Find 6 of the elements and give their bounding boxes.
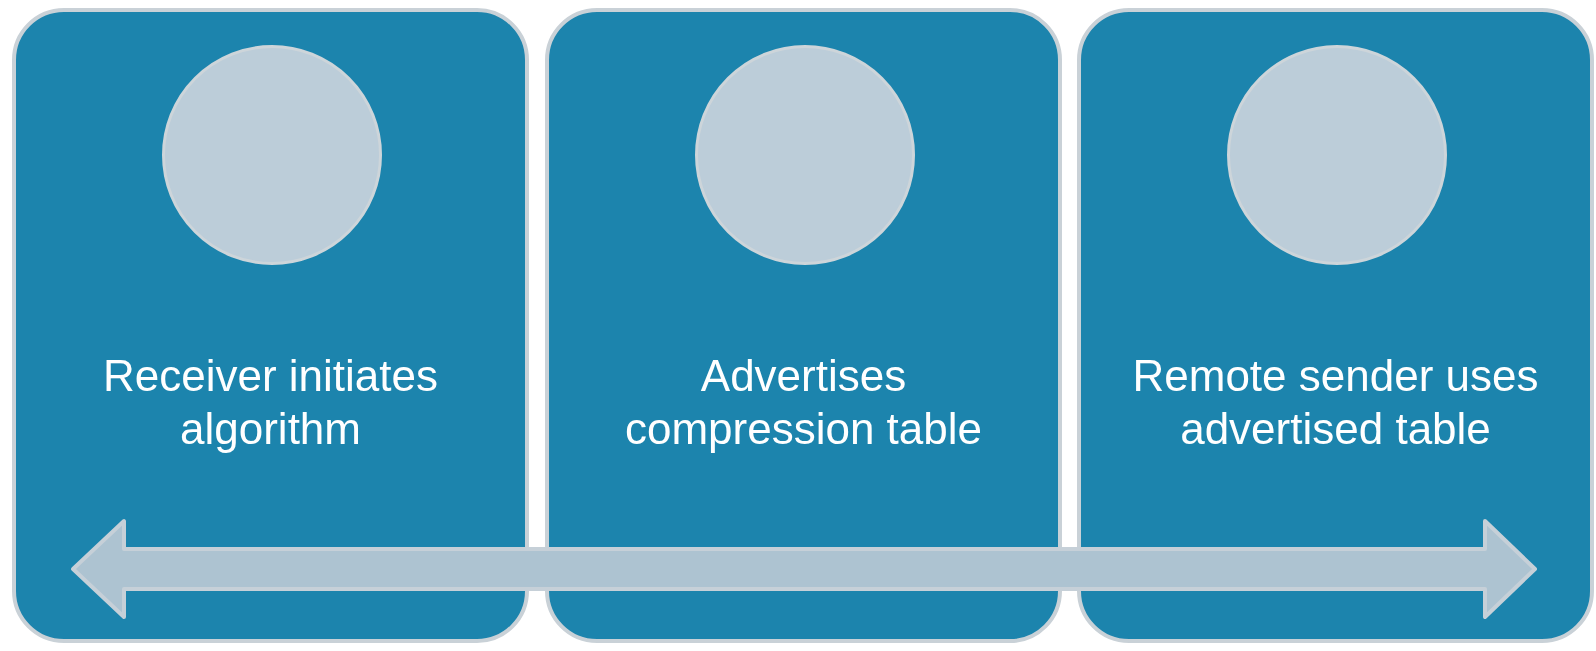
step-card xyxy=(1077,8,1594,643)
step-label: Advertises compression table xyxy=(623,350,984,455)
step-card xyxy=(12,8,529,643)
step-label: Remote sender uses advertised table xyxy=(1131,350,1540,455)
step-card xyxy=(545,8,1062,643)
step-label: Receiver initiates algorithm xyxy=(102,350,439,455)
